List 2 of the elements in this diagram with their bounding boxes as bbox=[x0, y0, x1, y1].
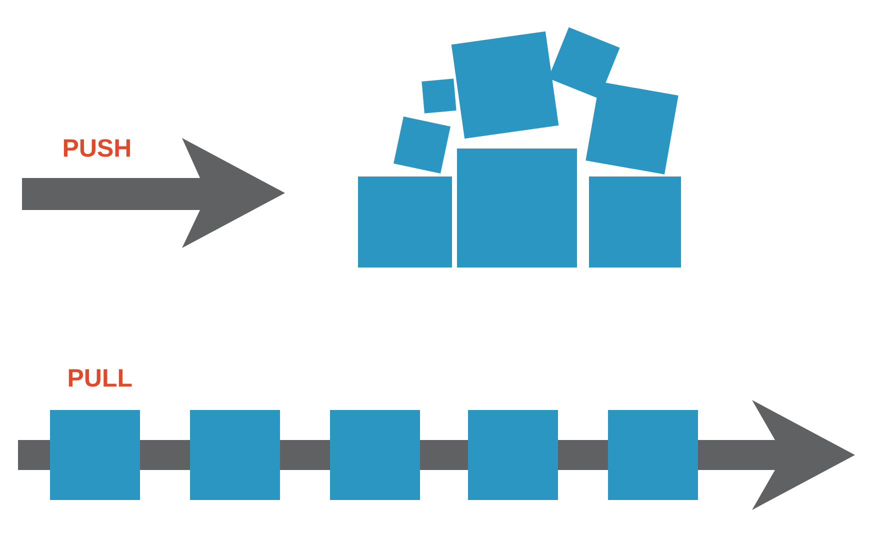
label: PULL bbox=[68, 369, 132, 387]
label: PUSH bbox=[64, 139, 130, 157]
